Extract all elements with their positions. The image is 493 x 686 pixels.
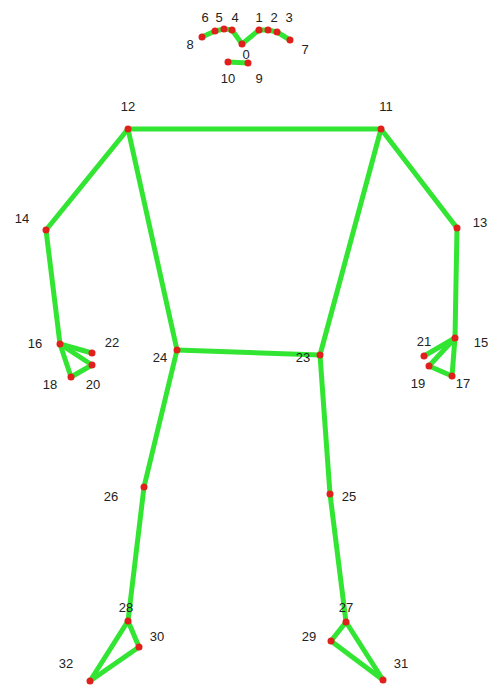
landmark-number: 11	[379, 100, 393, 113]
landmark-number: 30	[150, 630, 164, 643]
landmark-number: 18	[43, 378, 57, 391]
landmark-number: 0	[242, 48, 249, 61]
landmark-number: 12	[121, 100, 135, 113]
landmark-number: 10	[221, 72, 235, 85]
landmark-number: 3	[285, 11, 292, 24]
landmark-number: 28	[119, 601, 133, 614]
landmark-number: 32	[59, 657, 73, 670]
landmark-number: 5	[215, 11, 222, 24]
landmark-number: 1	[255, 11, 262, 24]
landmark-number: 14	[15, 212, 29, 225]
landmark-number: 16	[28, 337, 42, 350]
landmark-number: 6	[201, 11, 208, 24]
landmark-number: 25	[342, 490, 356, 503]
landmark-number: 21	[417, 335, 431, 348]
landmark-number: 26	[104, 490, 118, 503]
landmark-number: 20	[86, 378, 100, 391]
landmark-dots	[43, 26, 461, 685]
landmark-number: 8	[186, 38, 193, 51]
landmark-number: 13	[473, 216, 487, 229]
landmark-number: 2	[270, 11, 277, 24]
landmark-number: 31	[394, 657, 408, 670]
skeleton-bones	[46, 29, 457, 681]
landmark-number: 17	[456, 377, 470, 390]
landmark-number: 29	[302, 630, 316, 643]
landmark-number: 22	[105, 336, 119, 349]
landmark-number: 24	[153, 351, 167, 364]
landmark-number: 4	[231, 11, 238, 24]
landmark-number: 9	[255, 72, 262, 85]
landmark-number: 15	[474, 336, 488, 349]
landmark-number: 27	[339, 601, 353, 614]
landmark-number: 23	[296, 351, 310, 364]
landmark-number: 19	[411, 377, 425, 390]
landmark-number: 7	[301, 43, 308, 56]
